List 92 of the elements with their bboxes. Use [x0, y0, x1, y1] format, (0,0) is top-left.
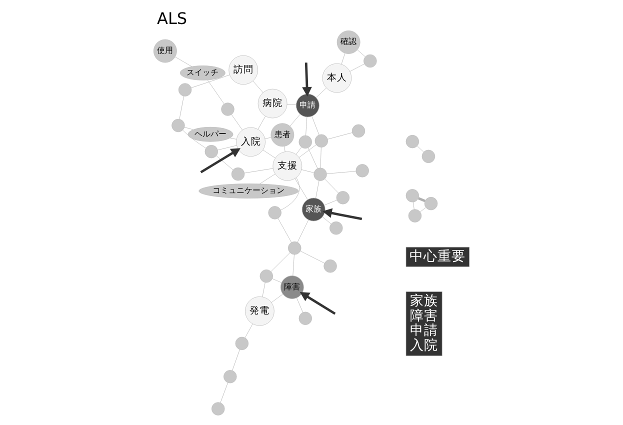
node-circle: 病院	[258, 88, 288, 118]
connector	[272, 278, 282, 283]
node-circle	[424, 196, 438, 210]
node-circle: 本人	[322, 63, 352, 93]
connector	[301, 169, 314, 173]
node-circle	[298, 312, 312, 325]
connector	[350, 64, 365, 72]
connector	[220, 382, 228, 403]
connector	[232, 349, 240, 371]
arrow	[200, 148, 241, 174]
connector	[292, 254, 294, 276]
connector	[416, 146, 424, 152]
connector	[207, 80, 224, 104]
node-circle	[260, 270, 274, 283]
connector	[294, 178, 308, 200]
connector	[316, 88, 327, 98]
node-circle	[212, 402, 225, 416]
connector	[357, 50, 366, 57]
connector	[322, 216, 332, 224]
connector	[324, 200, 338, 206]
connector	[216, 156, 234, 170]
connector	[252, 80, 264, 93]
connector	[244, 168, 274, 174]
node-circle	[298, 135, 312, 149]
node-circle	[235, 336, 249, 350]
connector	[298, 144, 316, 158]
connector	[413, 202, 414, 210]
node-circle: 入院	[236, 127, 266, 157]
connector	[184, 127, 194, 130]
connector	[278, 218, 292, 243]
connector	[230, 138, 237, 140]
connector	[418, 197, 426, 202]
diagram-title: ALS	[157, 9, 188, 28]
connector	[306, 116, 308, 136]
node-circle	[408, 209, 422, 222]
node-circle	[422, 150, 436, 164]
connector	[312, 116, 320, 136]
node-circle	[178, 83, 192, 96]
node-circle	[314, 134, 328, 148]
connector	[191, 74, 230, 88]
connector	[179, 96, 184, 120]
connector	[244, 324, 253, 338]
connector	[264, 137, 272, 139]
connector	[328, 132, 352, 140]
node-circle	[288, 241, 302, 255]
connector	[341, 53, 346, 64]
node-circle: 訪問	[228, 55, 258, 85]
connector	[231, 114, 243, 130]
arrow	[300, 292, 336, 315]
connector	[300, 250, 325, 264]
node-circle	[406, 134, 420, 148]
connector	[297, 220, 309, 242]
node-box: 家族 障害 申請 入院	[406, 291, 442, 356]
connector	[284, 146, 286, 152]
node-circle	[314, 168, 327, 181]
connector	[259, 174, 276, 184]
node-circle	[352, 124, 366, 138]
connector	[258, 116, 266, 130]
node-box: 中心重要	[406, 246, 470, 267]
node-circle	[356, 164, 369, 178]
connector	[308, 148, 318, 169]
arrow	[302, 62, 312, 96]
node-circle	[221, 102, 234, 116]
connector	[296, 146, 302, 155]
connector	[290, 114, 300, 126]
connector	[420, 207, 426, 212]
node-circle	[224, 370, 237, 384]
node-circle	[268, 206, 282, 220]
node-circle	[330, 221, 343, 235]
connector	[270, 252, 290, 272]
connector	[271, 294, 283, 303]
node-circle	[172, 118, 185, 132]
connector	[296, 298, 304, 313]
connector	[326, 171, 356, 174]
connector	[286, 104, 296, 106]
arrow	[322, 208, 362, 220]
connector	[175, 56, 192, 67]
node-circle	[204, 144, 218, 158]
connector	[280, 177, 300, 210]
connector	[320, 147, 322, 168]
connector	[262, 150, 276, 158]
connector	[316, 180, 320, 198]
node-circle: 発電	[245, 296, 274, 326]
connector	[262, 282, 266, 298]
connector	[324, 178, 339, 194]
node-circle	[324, 259, 337, 273]
node-circle	[336, 191, 350, 204]
node-circle	[406, 189, 420, 202]
node-circle	[364, 54, 377, 68]
node-circle: 支援	[272, 151, 302, 181]
connector	[218, 145, 237, 150]
node-circle	[231, 167, 245, 181]
